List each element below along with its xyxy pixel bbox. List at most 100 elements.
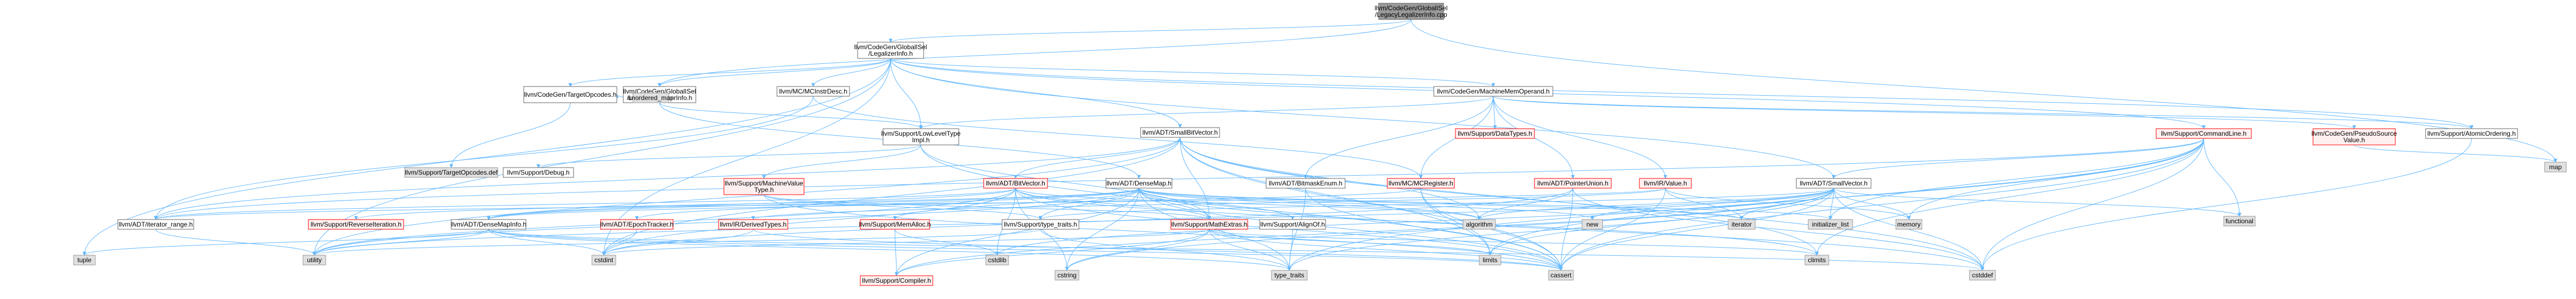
edge-mathextras-to-limits — [1209, 229, 1492, 256]
node-label-climits-0: climits — [1808, 256, 1826, 264]
edge-typetraits-to-type_traits — [1040, 229, 1292, 271]
node-label-cstddef-0: cstddef — [1972, 271, 1993, 279]
edge-machinememoperand-to-pseudosourcevalue — [1493, 96, 2356, 129]
node-memory[interactable]: memory — [1895, 219, 1922, 230]
node-unordered_map[interactable]: unordered_map — [628, 92, 674, 103]
node-cstring[interactable]: cstring — [1055, 270, 1079, 281]
edge-root-to-legalizerinfo — [888, 19, 1412, 43]
node-bitvector[interactable]: llvm/ADT/BitVector.h — [983, 178, 1048, 189]
node-label-commandline-0: llvm/Support/CommandLine.h — [2161, 130, 2246, 137]
node-smallbitvector[interactable]: llvm/ADT/SmallBitVector.h — [1140, 127, 1220, 138]
node-debug[interactable]: llvm/Support/Debug.h — [503, 167, 574, 178]
node-pointerunion[interactable]: llvm/ADT/PointerUnion.h — [1534, 178, 1612, 189]
node-label-functional-0: functional — [2225, 217, 2253, 225]
node-box-new — [1582, 219, 1603, 230]
node-box-smallbitvector — [1140, 127, 1220, 138]
edge-pointerunion-to-cstddef — [1572, 188, 1985, 271]
node-alignof[interactable]: llvm/Support/AlignOf.h — [1259, 219, 1326, 230]
node-box-mathextras — [1170, 219, 1248, 230]
node-commandline[interactable]: llvm/Support/CommandLine.h — [2156, 128, 2252, 139]
node-label-machinevaluetype-1: Type.h — [754, 186, 774, 194]
node-densemap[interactable]: llvm/ADT/DenseMap.h — [1105, 178, 1172, 189]
node-algorithm[interactable]: algorithm — [1462, 219, 1496, 230]
node-legalizerinfo[interactable]: llvm/CodeGen/GlobalISel/LegalizerInfo.h — [854, 42, 927, 59]
edge-commandline-to-memory — [1907, 138, 2204, 220]
node-cstddef[interactable]: cstddef — [1969, 270, 1996, 281]
node-box-mcregister — [1387, 178, 1455, 189]
edge-alignof-to-type_traits — [1287, 229, 1293, 271]
node-box-mcinstrdesc — [776, 86, 850, 97]
node-label-pointerunion-0: llvm/ADT/PointerUnion.h — [1537, 180, 1608, 187]
node-mcinstrdesc[interactable]: llvm/MC/MCInstrDesc.h — [776, 86, 850, 97]
node-label-bitmaskenum-0: llvm/ADT/BitmaskEnum.h — [1269, 180, 1342, 187]
edge-smallvector-to-compiler — [894, 188, 1834, 276]
node-cassert[interactable]: cassert — [1548, 270, 1574, 281]
node-box-cstdlib — [985, 255, 1009, 265]
node-mcregister[interactable]: llvm/MC/MCRegister.h — [1387, 178, 1455, 189]
node-label-smallbitvector-0: llvm/ADT/SmallBitVector.h — [1142, 129, 1217, 136]
node-label-machinevaluetype-0: llvm/Support/MachineValue — [724, 180, 803, 187]
node-label-targetopcodesdef-0: llvm/Support/TargetOpcodes.def — [405, 169, 498, 176]
node-densemapinfo[interactable]: llvm/ADT/DenseMapInfo.h — [451, 219, 526, 230]
node-irvalue[interactable]: llvm/IR/Value.h — [1639, 178, 1692, 189]
node-iteratorrange[interactable]: llvm/ADT/iterator_range.h — [117, 219, 194, 230]
node-tuple[interactable]: tuple — [73, 255, 96, 265]
node-typetraits[interactable]: llvm/Support/type_traits.h — [1002, 219, 1079, 230]
node-epochtracker[interactable]: llvm/ADT/EpochTracker.h — [600, 219, 674, 230]
node-map[interactable]: map — [2544, 162, 2567, 172]
node-box-bitmaskenum — [1266, 178, 1346, 189]
node-targetopcodes[interactable]: llvm/CodeGen/TargetOpcodes.h — [523, 86, 617, 103]
node-label-root-1: /LegacyLegalizerInfo.cpp — [1375, 11, 1447, 18]
node-initializer_list[interactable]: initializer_list — [1808, 219, 1853, 230]
node-limits[interactable]: limits — [1479, 255, 1501, 265]
node-box-unordered_map — [633, 92, 669, 103]
node-label-lowleveltype-0: llvm/Support/LowLevelType — [881, 130, 961, 137]
node-box-debug — [503, 167, 574, 178]
node-cstdlib[interactable]: cstdlib — [985, 255, 1009, 265]
node-new[interactable]: new — [1582, 219, 1603, 230]
edge-densemap-to-new — [1138, 188, 1595, 220]
edge-commandline-to-iteratorrange — [154, 138, 2204, 220]
edge-densemapinfo-to-cstdint — [488, 229, 606, 256]
edge-atomicordering-to-cstddef — [1980, 138, 2472, 271]
edge-commandline-to-functional — [2203, 138, 2242, 217]
node-bitmaskenum[interactable]: llvm/ADT/BitmaskEnum.h — [1266, 178, 1346, 189]
node-box-map — [2544, 162, 2567, 172]
node-memalloc[interactable]: llvm/Support/MemAlloc.h — [859, 219, 931, 230]
node-box-densemap — [1105, 178, 1172, 189]
node-type_traits[interactable]: type_traits — [1271, 270, 1308, 281]
node-iterator[interactable]: iterator — [1728, 219, 1756, 230]
node-datatypes[interactable]: llvm/Support/DataTypes.h — [1455, 128, 1535, 139]
node-utility[interactable]: utility — [302, 255, 326, 265]
node-climits[interactable]: climits — [1804, 255, 1829, 265]
node-box-pseudosourcevalue — [2313, 128, 2396, 145]
node-cstdint[interactable]: cstdint — [591, 255, 616, 265]
node-smallvector[interactable]: llvm/ADT/SmallVector.h — [1796, 178, 1872, 189]
edge-pointerunion-to-algorithm — [1477, 188, 1573, 220]
edge-densemap-to-cassert — [1138, 188, 1563, 271]
edge-pointerunion-to-cstdint — [602, 188, 1573, 256]
edge-smallvector-to-typetraits — [1038, 188, 1834, 220]
node-machinememoperand[interactable]: llvm/CodeGen/MachineMemOperand.h — [1433, 86, 1553, 97]
node-box-cassert — [1548, 270, 1574, 281]
node-label-densemap-0: llvm/ADT/DenseMap.h — [1106, 180, 1171, 187]
edge-machinevaluetype-to-typetraits — [763, 194, 1043, 220]
edge-bitvector-to-algorithm — [1015, 188, 1481, 220]
node-atomicordering[interactable]: llvm/Support/AtomicOrdering.h — [2425, 128, 2518, 139]
node-label-densemapinfo-0: llvm/ADT/DenseMapInfo.h — [451, 221, 526, 228]
node-targetopcodesdef[interactable]: llvm/Support/TargetOpcodes.def — [404, 167, 498, 178]
node-compiler[interactable]: llvm/Support/Compiler.h — [860, 275, 933, 286]
node-box-limits — [1479, 255, 1501, 265]
edge-mcregister-to-limits — [1420, 188, 1492, 256]
edge-bitvector-to-mathextras — [1015, 188, 1211, 220]
node-mathextras[interactable]: llvm/Support/MathExtras.h — [1170, 219, 1248, 230]
edge-smallbitvector-to-bitvector — [1013, 137, 1181, 179]
node-label-datatypes-0: llvm/Support/DataTypes.h — [1458, 130, 1532, 137]
node-box-legalizerinfo — [857, 42, 924, 59]
node-functional[interactable]: functional — [2223, 216, 2256, 227]
node-reverseiteration[interactable]: llvm/Support/ReverseIteration.h — [308, 219, 404, 230]
node-derivedtypes[interactable]: llvm/IR/DerivedTypes.h — [718, 219, 788, 230]
